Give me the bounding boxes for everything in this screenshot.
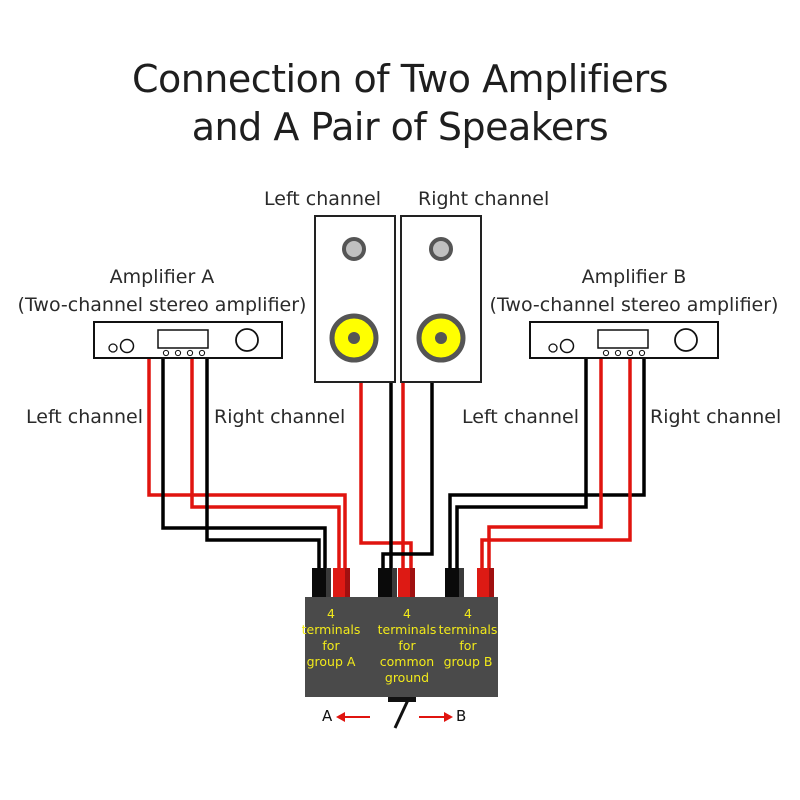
- amp-a-display: [157, 329, 209, 349]
- amp-b-right-channel-label: Right channel: [650, 406, 782, 428]
- amp-b-knob-icon: [559, 338, 575, 354]
- amp-a-right-channel-label: Right channel: [214, 406, 346, 428]
- terminal-plugs: [312, 568, 494, 598]
- amp-b-small-knob-icon: [548, 343, 558, 353]
- arrow-to-b-icon: [419, 712, 453, 722]
- amp-a-right-positive-wire: [190, 358, 341, 575]
- right-speaker-negative-wire: [381, 382, 434, 575]
- diagram-title-line-2: and A Pair of Speakers: [191, 105, 609, 149]
- amp-a-right-negative-wire: [205, 358, 321, 575]
- amp-a-left-positive-wire: [147, 358, 347, 575]
- switch-lever[interactable]: [393, 699, 410, 729]
- amp-a-left-negative-wire: [161, 358, 327, 575]
- left-speaker-positive-wire: [359, 382, 413, 575]
- amp-a-small-knob-icon: [108, 343, 118, 353]
- plug-group-b-black: [445, 568, 459, 598]
- amplifier-b-name: Amplifier B: [581, 266, 687, 288]
- right-speaker: [400, 215, 482, 383]
- arrow-to-a-icon: [336, 712, 370, 722]
- amp-b-left-channel-label: Left channel: [462, 406, 579, 428]
- amp-b-right-positive-wire: [480, 358, 632, 575]
- plug-group-a-red: [333, 568, 345, 598]
- left-tweeter-icon: [342, 237, 366, 261]
- left-speaker: [314, 215, 396, 383]
- switch-position-b-label: B: [456, 707, 467, 725]
- common-ground-terminals-label: 4 terminals for common ground: [377, 606, 437, 685]
- right-speaker-label: Right channel: [418, 188, 550, 210]
- plug-group-a-black: [312, 568, 326, 598]
- switch-lever-base: [388, 697, 416, 702]
- plug-group-b-red: [477, 568, 489, 598]
- amp-b-left-positive-wire: [487, 358, 603, 575]
- amp-b-volume-knob-icon: [674, 328, 698, 352]
- amp-a-left-channel-label: Left channel: [26, 406, 143, 428]
- amplifier-a-description: (Two-channel stereo amplifier): [17, 294, 307, 316]
- amplifier-a: [93, 321, 283, 359]
- amp-a-knob-icon: [119, 338, 135, 354]
- amp-b-left-negative-wire: [455, 358, 588, 575]
- amp-b-display: [597, 329, 649, 349]
- amplifier-a-name: Amplifier A: [109, 266, 215, 288]
- left-speaker-label: Left channel: [264, 188, 381, 210]
- right-tweeter-icon: [429, 237, 453, 261]
- plug-common-red: [398, 568, 410, 598]
- amplifier-b-description: (Two-channel stereo amplifier): [489, 294, 779, 316]
- speaker-switch-box: [305, 597, 498, 697]
- switch-position-a-label: A: [322, 707, 333, 725]
- amp-b-right-negative-wire: [448, 358, 646, 575]
- group-b-terminals-label: 4 terminals for group B: [438, 606, 498, 669]
- amplifier-b: [529, 321, 719, 359]
- amp-a-volume-knob-icon: [235, 328, 259, 352]
- diagram-title-line-1: Connection of Two Amplifiers: [131, 57, 669, 101]
- group-a-terminals-label: 4 terminals for group A: [301, 606, 361, 669]
- plug-common-black: [378, 568, 392, 598]
